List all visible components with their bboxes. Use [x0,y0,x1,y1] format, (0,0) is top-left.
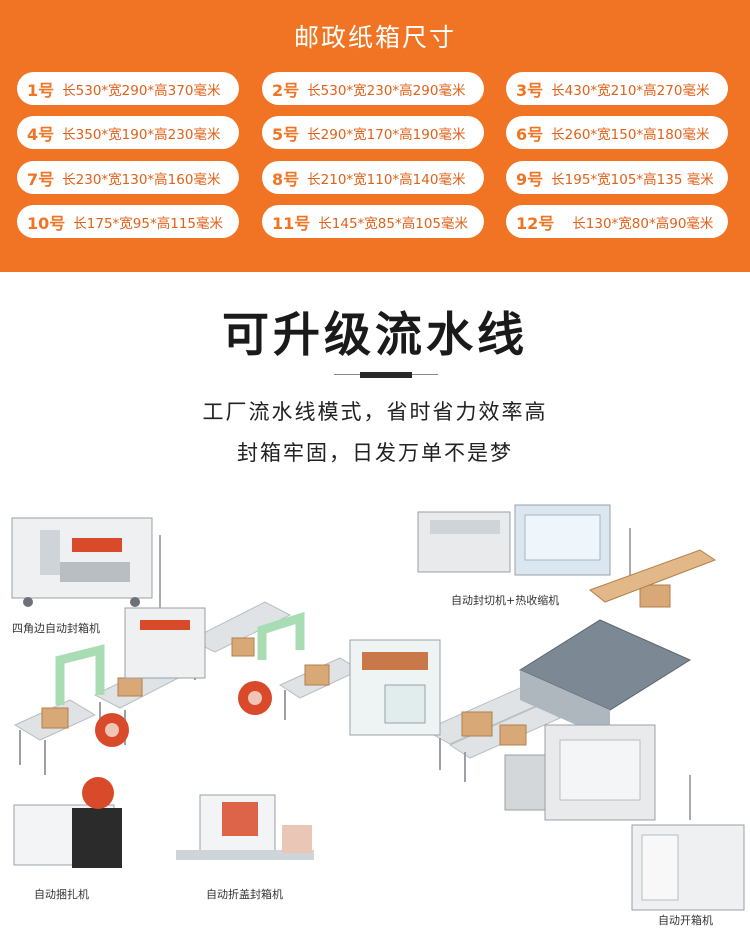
center-folder-sealer [349,639,441,736]
section-subtitle-2: 封箱牢固，日发万单不是梦 [237,441,513,465]
size-pill: 11号长145*宽85*高105毫米 [262,205,484,238]
size-pill: 8号长210*宽110*高140毫米 [262,161,484,194]
label-folder-sealer: 自动折盖封箱机 [206,888,283,901]
corner-sealer-machine [11,517,153,607]
production-line-illustration [11,504,745,911]
size-pill: 9号长195*宽105*高135 毫米 [506,161,728,194]
title-underline [360,372,412,378]
size-pill: 5号长290*宽170*高190毫米 [262,116,484,149]
label-shrink-machine: 自动封切机+热收缩机 [451,594,560,607]
size-pill: 7号长230*宽130*高160毫米 [17,161,239,194]
folder-sealer-machine [176,794,314,860]
strap-reels [95,681,272,747]
label-corner-sealer: 四角边自动封箱机 [12,622,100,635]
section-subtitle-1: 工厂流水线模式，省时省力效率高 [202,400,548,424]
label-strapper: 自动捆扎机 [34,888,89,901]
size-pill: 12号长130*宽80*高90毫米 [506,205,728,238]
size-pill: 1号长530*宽290*高370毫米 [17,72,239,105]
large-shrink-line [518,549,717,740]
label-case-erector: 自动开箱机 [658,914,713,927]
size-pill: 10号长175*宽95*高115毫米 [17,205,239,238]
strapping-arches [55,611,305,705]
case-erector-small [631,824,745,911]
size-pill: 3号长430*宽210*高270毫米 [506,72,728,105]
size-pill: 6号长260*宽150*高180毫米 [506,116,728,149]
strapping-machine [13,777,122,868]
size-banner: 邮政纸箱尺寸 1号长530*宽290*高370毫米 2号长530*宽230*高2… [0,0,750,272]
inline-sealer-machine [124,607,206,679]
shrink-tunnel-machine [417,504,611,576]
banner-title: 邮政纸箱尺寸 [293,23,456,52]
section-title: 可升级流水线 [222,308,528,363]
case-erector-machine [504,724,656,821]
size-pill: 4号长350*宽190*高230毫米 [17,116,239,149]
size-pill: 2号长530*宽230*高290毫米 [262,72,484,105]
